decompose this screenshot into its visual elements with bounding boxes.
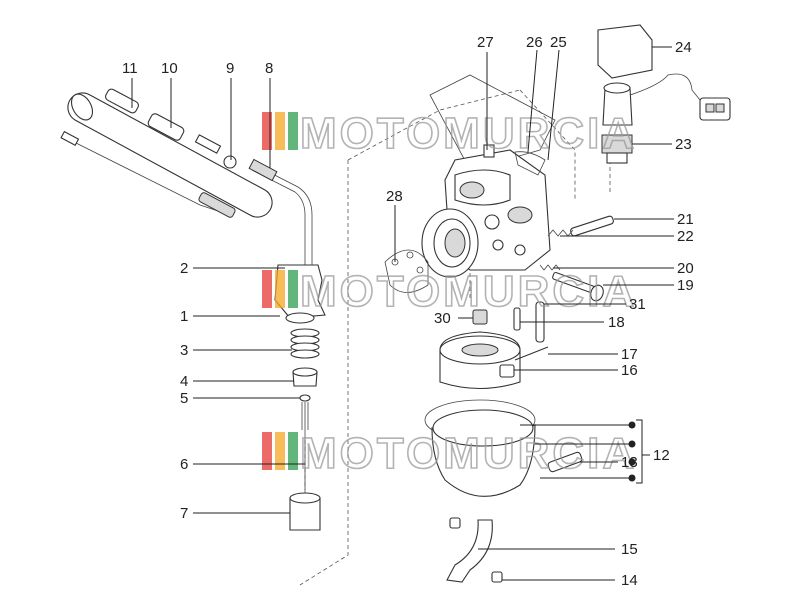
callout-10: 10 — [161, 60, 178, 77]
callout-22: 22 — [677, 228, 694, 245]
callout-25: 25 — [550, 34, 567, 51]
callout-4: 4 — [180, 373, 188, 390]
watermark-text: MOTOMURCIA — [300, 267, 637, 316]
callout-30: 30 — [434, 310, 451, 327]
callout-31: 31 — [629, 296, 646, 313]
watermark-stripe-red — [262, 270, 272, 308]
watermark-stripe-orange — [275, 270, 285, 308]
electric-choke — [597, 24, 731, 164]
callout-23: 23 — [675, 136, 692, 153]
callout-24: 24 — [675, 39, 692, 56]
callout-20: 20 — [677, 260, 694, 277]
watermark-middle: MOTOMURCIA — [262, 266, 637, 317]
watermark-text: MOTOMURCIA — [300, 429, 637, 478]
callout-15: 15 — [621, 541, 638, 558]
watermark-stripe-orange — [275, 432, 285, 470]
callout-9: 9 — [226, 60, 234, 77]
watermark-stripe-red — [262, 432, 272, 470]
callout-13: 13 — [621, 454, 638, 471]
callout-17: 17 — [621, 346, 638, 363]
throttle-cable-assembly — [60, 88, 326, 531]
callout-11: 11 — [122, 60, 138, 77]
callout-7: 7 — [180, 505, 188, 522]
watermark: MOTOMURCIA MOTOMURCIA MOTOMURCIA — [262, 108, 637, 479]
callout-16: 16 — [621, 362, 638, 379]
bracket-dot — [628, 458, 636, 466]
watermark-stripe-orange — [275, 112, 285, 150]
callout-12: 12 — [653, 447, 670, 464]
callout-6: 6 — [180, 456, 188, 473]
adjusting-screws — [472, 144, 614, 343]
callout-28: 28 — [386, 188, 403, 205]
bracket-dot — [628, 474, 636, 482]
callout-21: 21 — [677, 211, 694, 228]
watermark-stripe-green — [288, 270, 298, 308]
callout-14: 14 — [621, 572, 638, 589]
carburetor-body — [384, 74, 556, 293]
callout-26: 26 — [526, 34, 543, 51]
watermark-stripe-red — [262, 112, 272, 150]
bracket-dot — [628, 440, 636, 448]
callout-18: 18 — [608, 314, 625, 331]
callout-2: 2 — [180, 260, 188, 277]
spring — [290, 328, 320, 359]
callout-27: 27 — [477, 34, 494, 51]
bracket-dot — [628, 421, 636, 429]
watermark-stripe-green — [288, 432, 298, 470]
watermark-stripe-green — [288, 112, 298, 150]
watermark-top: MOTOMURCIA — [262, 108, 637, 159]
float-and-bowl — [424, 331, 583, 583]
watermark-text: MOTOMURCIA — [300, 109, 637, 158]
callout-3: 3 — [180, 342, 188, 359]
callout-5: 5 — [180, 390, 188, 407]
callout-labels: 11 10 9 8 2 1 3 4 5 6 7 27 26 25 28 24 2… — [122, 34, 694, 589]
callout-1: 1 — [180, 308, 188, 325]
callout-8: 8 — [265, 60, 273, 77]
watermark-bottom: MOTOMURCIA — [262, 428, 637, 479]
leader-lines — [131, 46, 674, 581]
callout-19: 19 — [677, 277, 694, 294]
